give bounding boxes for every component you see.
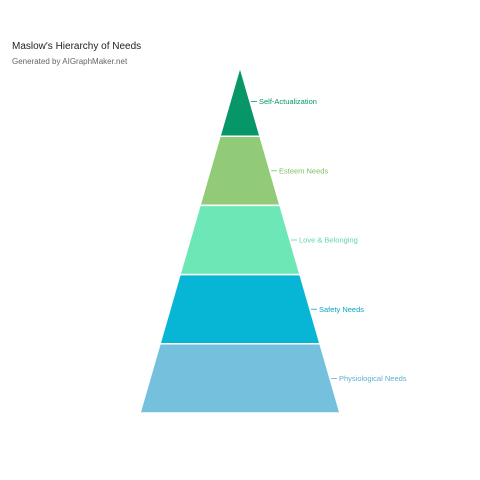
segment-label: Physiological Needs [339, 374, 407, 383]
segment-label: Self-Actualization [259, 97, 317, 106]
pyramid-segment [179, 204, 301, 276]
segment-label: Love & Belonging [299, 236, 358, 245]
pyramid-segment [199, 135, 281, 207]
segment-label: Esteem Needs [279, 166, 328, 175]
chart-subtitle: Generated by AIGraphMaker.net [12, 57, 128, 66]
pyramid-segment [159, 273, 321, 345]
chart-title: Maslow's Hierarchy of Needs [12, 41, 142, 52]
segment-label: Safety Needs [319, 305, 364, 314]
pyramid-segment [139, 343, 341, 414]
